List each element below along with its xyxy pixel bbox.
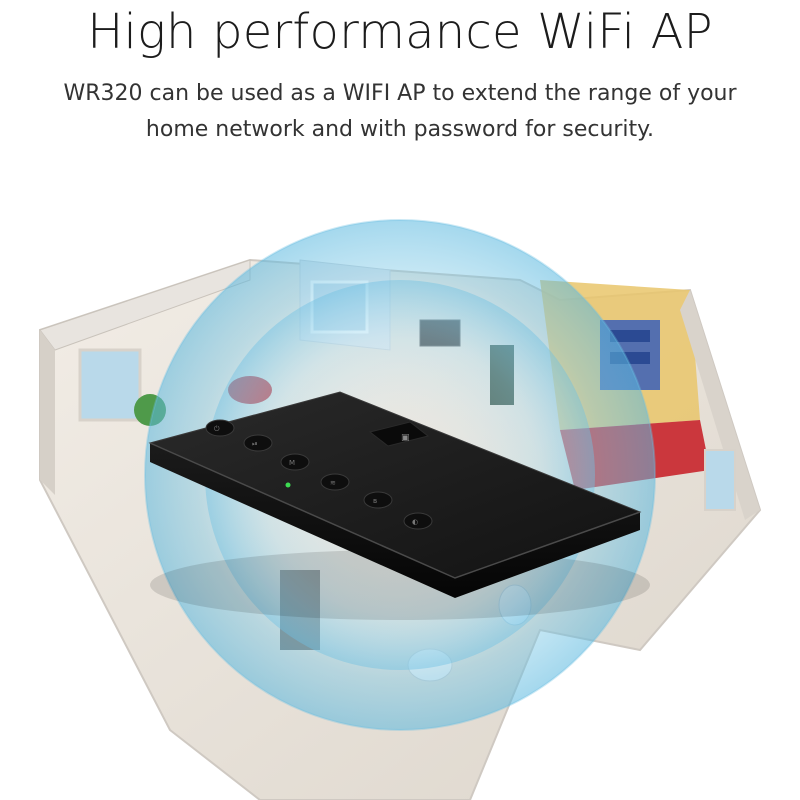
page-description: WR320 can be used as a WIFI AP to extend… [60, 76, 740, 148]
svg-text:ʙ: ʙ [373, 497, 377, 505]
description-line-2: home network and with password for secur… [145, 117, 655, 142]
svg-text:M: M [289, 459, 295, 467]
description-line-1: WR320 can be used as a WIFI AP to extend… [63, 81, 737, 106]
wr320-device: ▣ ⏻ ⏯ M ≋ ʙ ◐ [148, 391, 650, 620]
svg-text:◐: ◐ [412, 518, 418, 526]
svg-text:⏯: ⏯ [252, 440, 258, 448]
window [78, 348, 142, 422]
status-led [285, 482, 291, 488]
product-illustration: ▣ ⏻ ⏯ M ≋ ʙ ◐ [0, 200, 800, 800]
display-logo-icon: ▣ [401, 433, 410, 443]
device-buttons: ⏻ ⏯ M ≋ ʙ ◐ [205, 419, 433, 530]
wifi-icon[interactable] [320, 473, 350, 491]
bluetooth-icon[interactable] [363, 491, 393, 509]
scene-svg: ▣ ⏻ ⏯ M ≋ ʙ ◐ [39, 219, 762, 800]
page-title: High performance WiFi AP [87, 4, 713, 60]
mode-icon[interactable] [280, 453, 310, 471]
volume-icon[interactable] [403, 512, 433, 530]
power-icon[interactable] [205, 419, 235, 437]
display-window [368, 421, 430, 447]
play-pause-icon[interactable] [243, 434, 273, 452]
svg-text:≋: ≋ [330, 479, 336, 487]
svg-text:⏻: ⏻ [214, 425, 220, 433]
